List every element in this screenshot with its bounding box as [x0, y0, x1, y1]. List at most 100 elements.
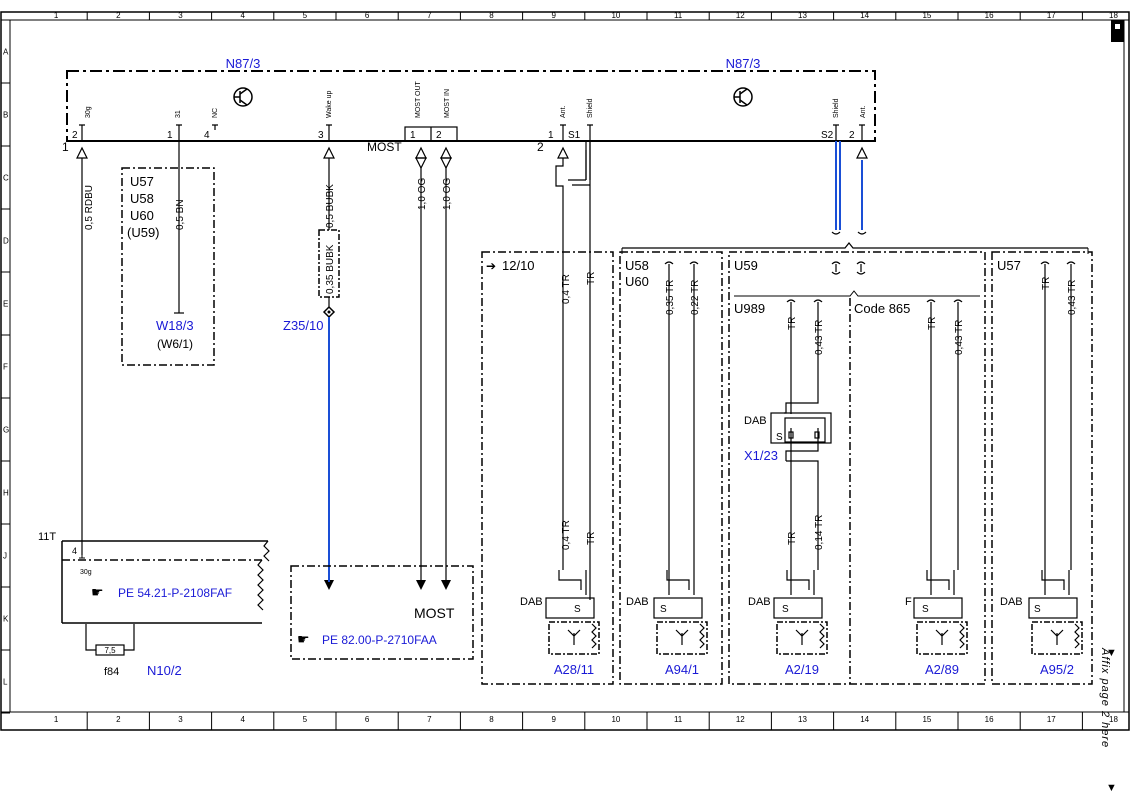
fuse-value: 7,5 [104, 646, 116, 655]
wire-tr-label: TR [586, 272, 597, 285]
s5-label: S [1034, 604, 1041, 615]
most-connector-label: MOST [367, 140, 402, 154]
code-865: Code 865 [854, 301, 910, 316]
grid-row-label: G [3, 426, 9, 435]
code-u59: (U59) [127, 225, 160, 240]
pin-2r-label: 2 [849, 130, 855, 141]
grid-col-label: 11 [674, 715, 683, 724]
dab1-label: DAB [520, 596, 543, 608]
grid-col-label: 7 [427, 11, 432, 20]
antenna-groups [545, 570, 1083, 655]
grid-row-label: J [3, 552, 7, 561]
grid-row-label: L [3, 678, 8, 687]
a94-link[interactable]: A94/1 [665, 662, 699, 677]
box-u57: U57 [991, 251, 1093, 685]
n10-link[interactable]: N10/2 [147, 663, 182, 678]
wire-bubk-label: 0,5 BUBK [325, 184, 336, 228]
pin-1-label: 1 [167, 130, 173, 141]
box-u59: U59 U989 Code 865 [728, 251, 986, 685]
z35-link[interactable]: Z35/10 [283, 318, 323, 333]
grid-col-label: 3 [178, 715, 183, 724]
wire-u57-tr-label: TR [1041, 277, 1052, 290]
grid-col-label: 10 [611, 715, 620, 724]
s2-label: S [660, 604, 667, 615]
grid-col-label: 13 [798, 11, 807, 20]
x1-23-link[interactable]: X1/23 [744, 448, 778, 463]
most-box: MOST ☛ PE 82.00-P-2710FAA [290, 565, 474, 660]
grid-col-label: 9 [551, 715, 556, 724]
code-u60-box: U60 [625, 274, 649, 289]
n10-module: 11T 4 30g 7,5 f84 N10/2 [38, 531, 270, 678]
grid-col-label: 7 [427, 715, 432, 724]
pin-wakeup-label: Wake up [326, 91, 333, 118]
bubk-splice-box [318, 229, 340, 298]
pin-30g-label: 30g [85, 106, 92, 118]
n87-label-left[interactable]: N87/3 [226, 56, 261, 71]
code-u989: U989 [734, 301, 765, 316]
wire-043tr-c-label: 0,43 TR [1067, 280, 1078, 315]
pin-2-label: 2 [72, 130, 78, 141]
grid-col-label: 2 [116, 11, 121, 20]
s4-label: S [922, 604, 929, 615]
s3-label: S [782, 604, 789, 615]
hand-pointer-icon: ☛ [91, 584, 104, 600]
ant-pin-1: 1 [548, 130, 554, 141]
pe2-link[interactable]: PE 82.00-P-2710FAA [322, 633, 437, 647]
antenna-connector [545, 570, 600, 655]
wire-04tr-b-label: 0,4 TR [561, 520, 572, 550]
antenna-connector [773, 570, 828, 655]
wire-tr-lower-label: TR [787, 532, 798, 545]
pin-31-label: 31 [175, 110, 182, 118]
w18-link[interactable]: W18/3 [156, 318, 194, 333]
fuse-f84-label: f84 [104, 666, 119, 678]
grid-col-label: 6 [365, 11, 370, 20]
triangle-down-icon: ▼ [1106, 647, 1117, 659]
wire-043tr-b-label: 0,43 TR [954, 320, 965, 355]
hand-pointer-icon-2: ☛ [297, 631, 310, 647]
corner-marker [1111, 20, 1124, 42]
pin-s2-label: S2 [821, 130, 834, 141]
a2-19-link[interactable]: A2/19 [785, 662, 819, 677]
connector-2-label: 2 [537, 140, 544, 154]
pin-most-out-label: MOST OUT [415, 80, 422, 118]
grid-col-label: 9 [551, 11, 556, 20]
code-u58: U58 [130, 191, 154, 206]
n87-module: N87/3 N87/3 [66, 56, 876, 142]
grid-col-label: 18 [1109, 11, 1118, 20]
grid-row-label: H [3, 489, 9, 498]
dab2-label: DAB [626, 596, 649, 608]
grid-col-label: 17 [1047, 11, 1056, 20]
affix-note: Affix page 2 here [1099, 647, 1111, 748]
wire-04tr-label: 0,4 TR [561, 274, 572, 304]
dab5-label: DAB [1000, 596, 1023, 608]
pe1-link[interactable]: PE 54.21-P-2108FAF [118, 586, 232, 600]
n87-pins: 2 30g 1 31 4 NC 3 Wake up MOST OUT MOST … [72, 80, 867, 141]
pin-most-in-label: MOST IN [444, 89, 451, 118]
pin-nc-label: NC [212, 108, 219, 118]
connector-1-label: 1 [62, 140, 69, 154]
ant-pin-label: Ant. [560, 105, 567, 118]
n87-label-right[interactable]: N87/3 [726, 56, 761, 71]
grid-row-label: D [3, 237, 9, 246]
code-u59-box: U59 [734, 258, 758, 273]
ref-12-10: 12/10 [502, 258, 535, 273]
grid-col-label: 13 [798, 715, 807, 724]
grid-col-label: 1 [54, 11, 59, 20]
grid-col-label: 5 [303, 11, 308, 20]
grid-row-label: C [3, 174, 9, 183]
a2-89-link[interactable]: A2/89 [925, 662, 959, 677]
grid-col-label: 14 [860, 11, 869, 20]
code-u57-box: U57 [997, 258, 1021, 273]
grid-col-label: 17 [1047, 715, 1056, 724]
grid-col-label: 8 [489, 11, 494, 20]
code-u58-box: U58 [625, 258, 649, 273]
a28-link[interactable]: A28/11 [554, 662, 594, 677]
wire-035tr-label: 0,35 TR [665, 280, 676, 315]
arrow-icon: ➔ [486, 259, 496, 273]
a95-link[interactable]: A95/2 [1040, 662, 1074, 677]
pe1-reference[interactable]: ☛ PE 54.21-P-2108FAF [91, 584, 232, 600]
x1-s-label: S [776, 432, 783, 443]
grid-col-label: 1 [54, 715, 59, 724]
antenna-connector [1028, 570, 1083, 655]
